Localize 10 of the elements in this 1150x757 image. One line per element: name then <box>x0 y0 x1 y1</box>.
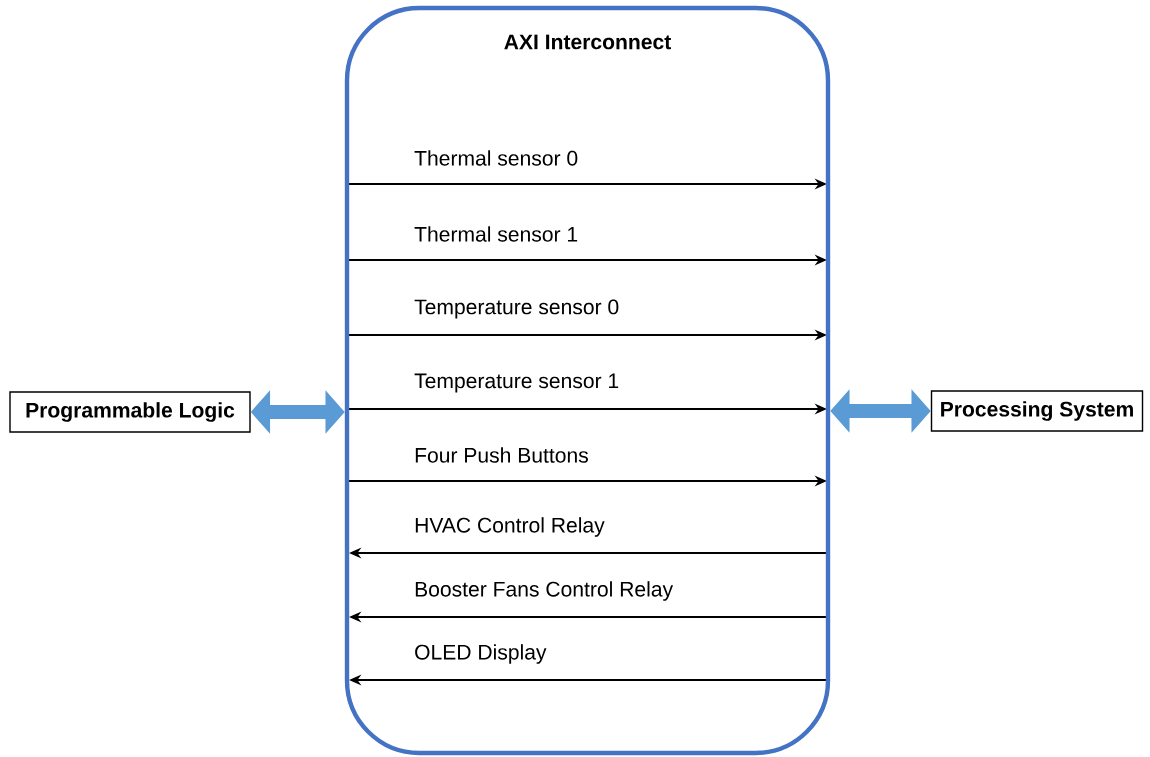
system-box: Processing System <box>930 390 1144 432</box>
signal-label: Thermal sensor 0 <box>414 150 578 166</box>
signal-label: Temperature sensor 0 <box>414 299 619 319</box>
signal-label: Thermal sensor 1 <box>414 226 578 242</box>
signal-label: OLED Display <box>415 644 547 664</box>
signal-label: Temperature sensor 1 <box>414 373 619 393</box>
logic-box: Programmable Logic <box>9 391 251 433</box>
signal-label: Four Push Buttons <box>415 447 588 463</box>
signal-label: HVAC Control Relay <box>415 517 605 537</box>
signal-label: Booster Fans Control Relay <box>415 581 674 601</box>
